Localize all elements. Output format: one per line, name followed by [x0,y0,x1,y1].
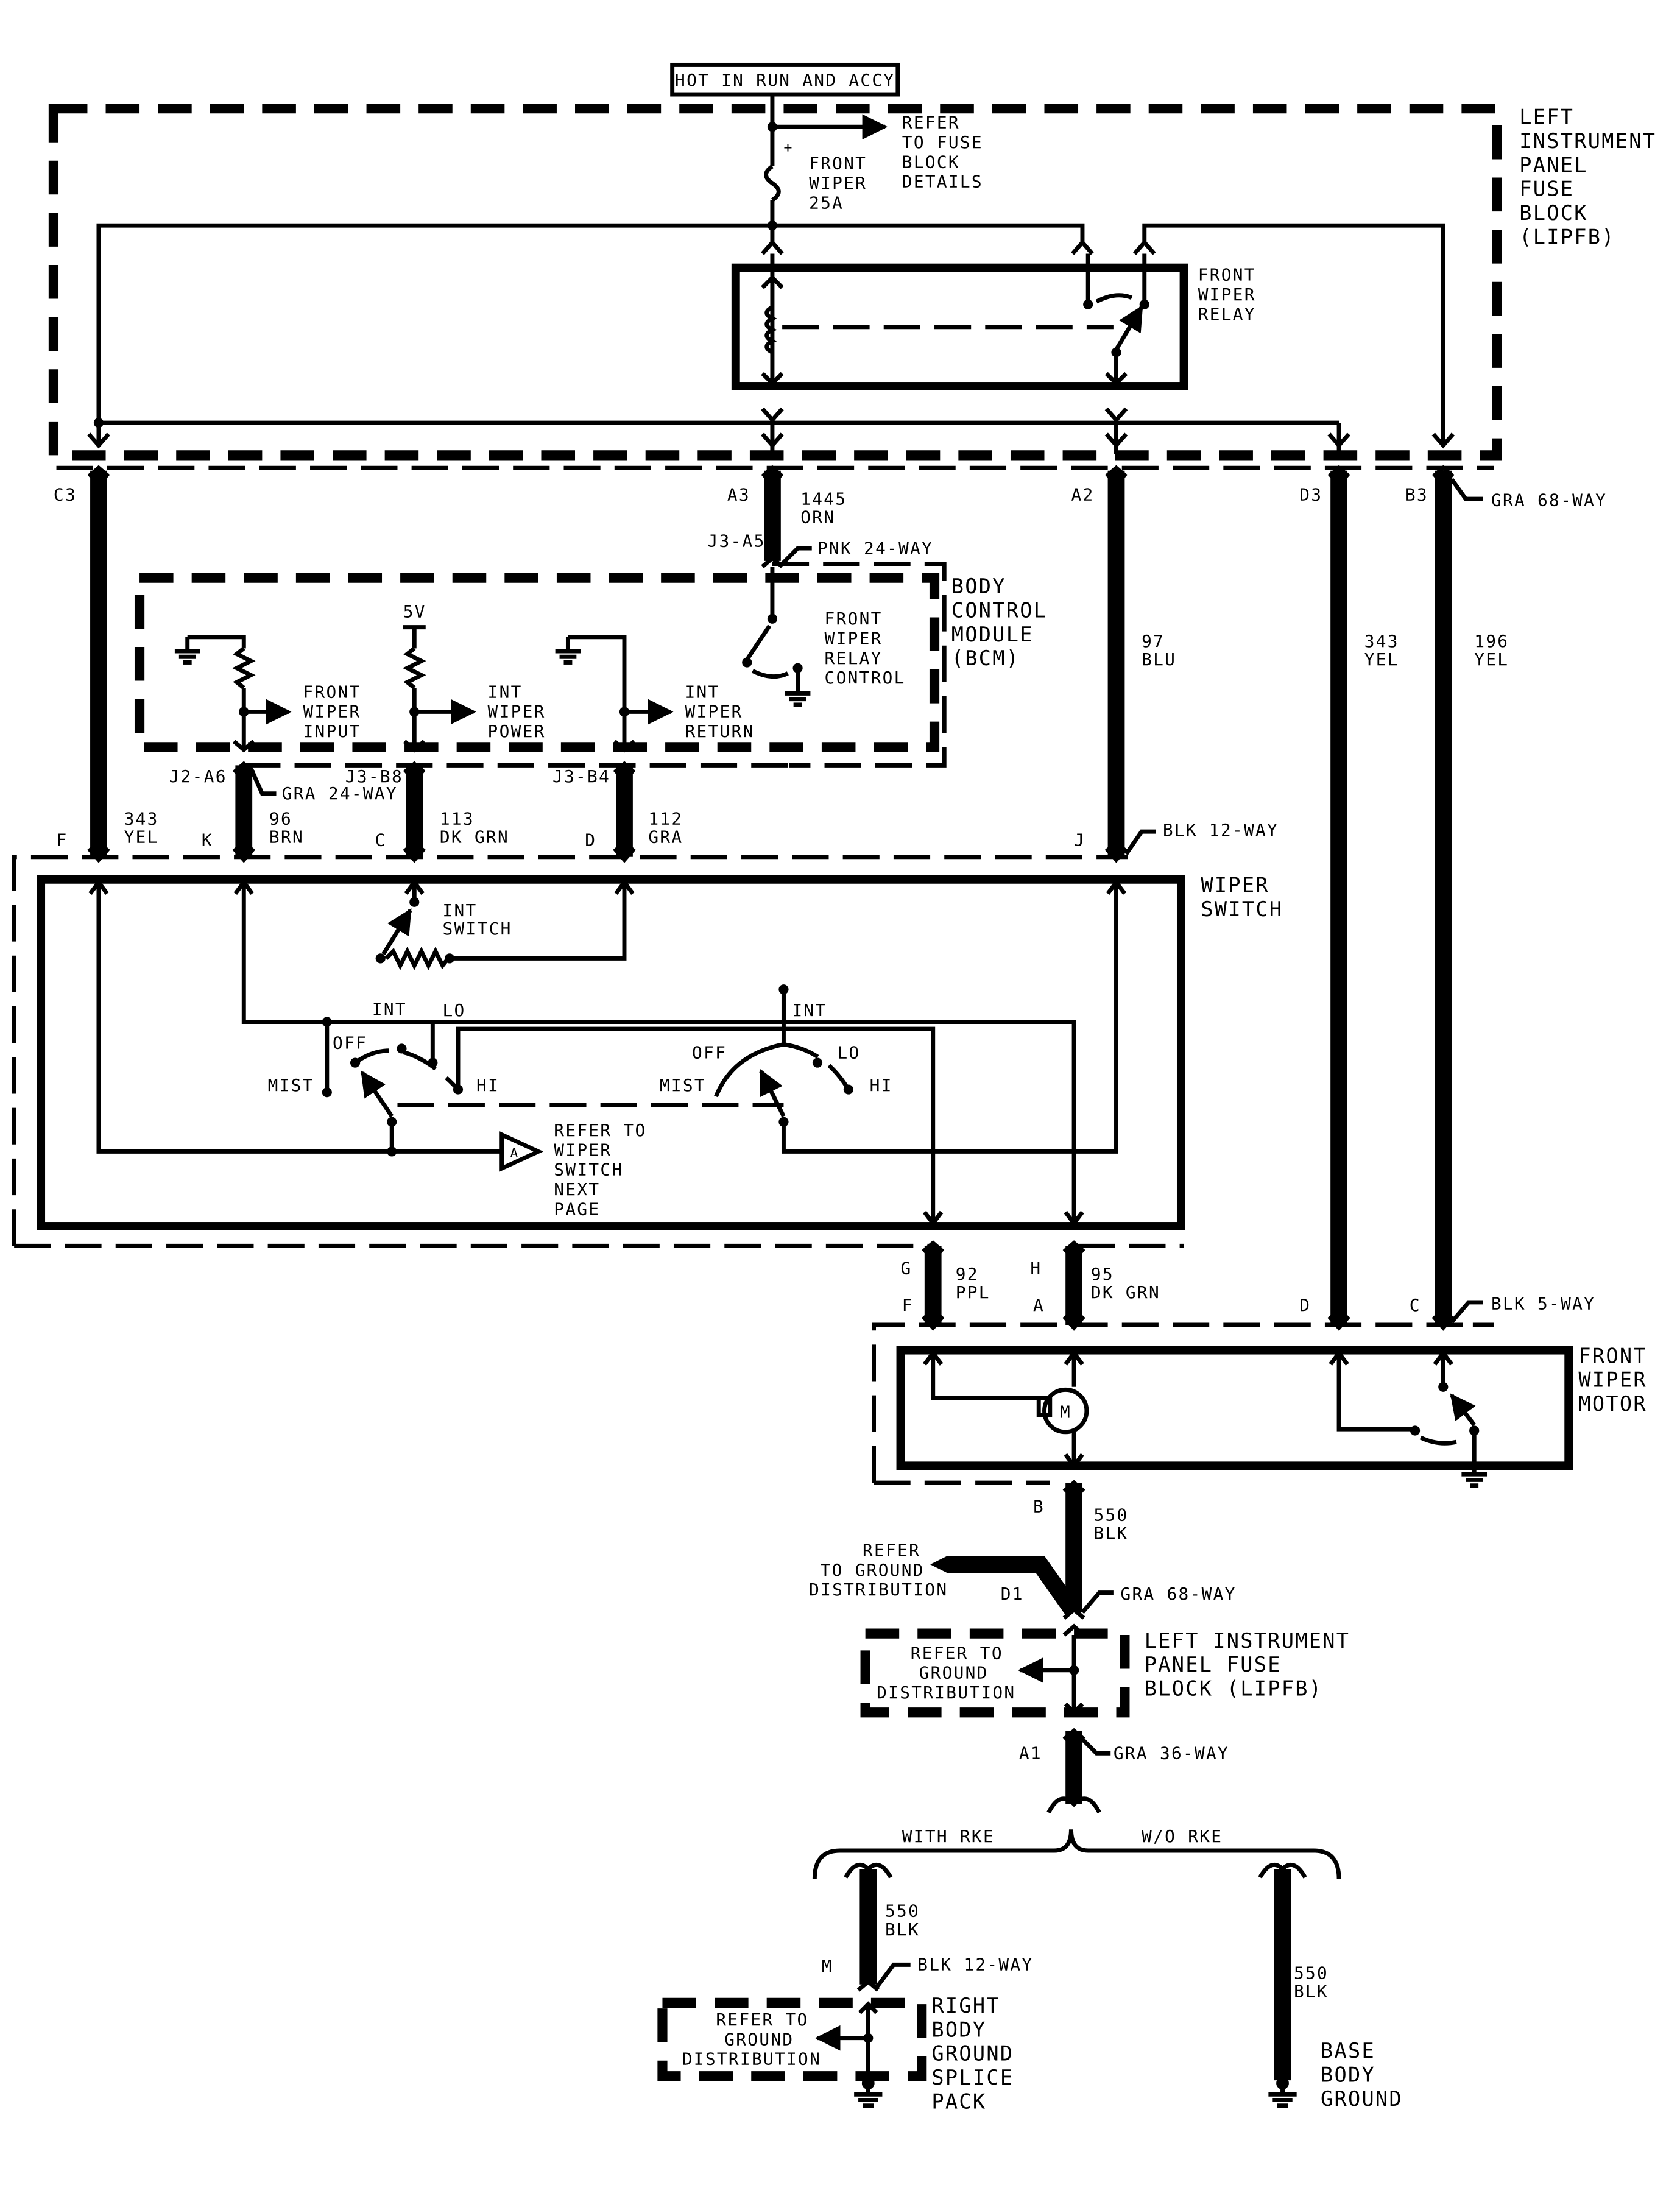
right-int: INT [792,1000,827,1020]
pin-a3: A3 [727,484,750,504]
relay-control-label: FRONT WIPER RELAY CONTROL [825,609,906,688]
j2-a6-label: J2-A6 [169,766,227,786]
volt-5v: 5V [403,601,426,621]
int-switch-label: INT SWITCH [443,900,512,939]
right-mist: MIST [660,1075,706,1095]
motor-m: M [1060,1402,1071,1422]
pin-a2: A2 [1071,484,1094,504]
pin-g: G [900,1259,912,1279]
bcm-bottom-connector: GRA 24-WAY [282,783,398,803]
wire-96-label: 96 BRN [269,809,304,847]
wire-112-label: 112 GRA [648,809,694,847]
pin-c3: C3 [54,484,77,504]
pin-j: J [1074,830,1085,850]
refer-ground-2: REFER TO GROUND DISTRIBUTION [877,1643,1015,1703]
left-int: INT [372,999,407,1019]
wiper-switch-title: WIPER SWITCH [1201,874,1283,921]
lipfb-connector-label: GRA 68-WAY [1491,490,1607,510]
front-wiper-input-label: FRONT WIPER INPUT [303,682,372,741]
wire-92-label: 92 PPL [956,1264,990,1302]
m-connector: BLK 12-WAY [917,1955,1033,1975]
wire-343-label: 343 YEL [1364,631,1411,669]
wo-rke: W/O RKE [1142,1826,1223,1846]
motor-symbol [1042,1387,1089,1435]
right-off: OFF [692,1043,727,1063]
left-mist: MIST [268,1075,314,1095]
right-body-ground-box: REFER TO GROUND DISTRIBUTION [657,1997,927,2108]
refer-fuse-details: REFER TO FUSE BLOCK DETAILS [902,113,995,192]
left-off: OFF [333,1033,367,1053]
with-rke: WITH RKE [902,1826,995,1846]
right-hi: HI [870,1075,893,1095]
wire-343b-label: 343 YEL [124,809,171,847]
int-wiper-return-label: INT WIPER RETURN [685,682,754,741]
motor-connector: BLK 5-WAY [1491,1293,1595,1313]
wire-550b-label: 550 BLK [885,1901,931,1940]
lipfb-title: LEFT INSTRUMENT PANEL FUSE BLOCK (LIPFB) [1519,105,1670,249]
wiper-switch-connector: BLK 12-WAY [1163,820,1279,840]
pin-k: K [202,830,213,850]
pin-d: D [585,830,596,850]
left-lo: LO [443,1000,466,1020]
wiper-switch: WIPER SWITCH INT SWITCH INT LO [37,874,1283,1230]
pin-b3: B3 [1405,484,1428,504]
wire-550a-label: 550 BLK [1093,1505,1140,1544]
j3-b8-label: J3-B8 [345,766,403,786]
refer-ground-3: REFER TO GROUND DISTRIBUTION [682,2010,821,2069]
pin-h: H [1030,1259,1042,1279]
refer-marker-letter: A [510,1146,520,1160]
lipfb-fuse-block: LEFT INSTRUMENT PANEL FUSE BLOCK (LIPFB)… [48,96,1670,461]
d1-label: D1 [1001,1584,1024,1604]
motor-pin-a: A [1033,1295,1045,1315]
wire-113-label: 113 DK GRN [440,809,509,847]
power-source-label: HOT IN RUN AND ACCY [675,70,895,90]
a1-connector: GRA 36-WAY [1114,1743,1229,1763]
d1-connector: GRA 68-WAY [1120,1584,1236,1604]
j3-a5-label: J3-A5 [708,531,766,551]
motor-pin-f: F [902,1295,914,1315]
lipfb-ground-title: LEFT INSTRUMENT PANEL FUSE BLOCK (LIPFB) [1145,1629,1364,1701]
front-wiper-motor: FRONT WIPER MOTOR M [896,1344,1661,1488]
pin-m: M [822,1956,833,1976]
wire-95-label: 95 DK GRN [1091,1264,1160,1302]
fuse-label: FRONT WIPER 25A [809,154,878,213]
relay-coil [764,305,777,355]
motor-title: FRONT WIPER MOTOR [1578,1344,1661,1416]
right-body-ground-title: RIGHT BODY GROUND SPLICE PACK [931,1994,1028,2113]
bcm-top-connector: PNK 24-WAY [817,538,933,558]
wire-196-label: 196 YEL [1474,631,1520,669]
left-hi: HI [476,1075,499,1095]
lipfb-ground-box: REFER TO GROUND DISTRIBUTION [860,1628,1130,1718]
motor-pin-d: D [1299,1295,1311,1315]
refer-marker [499,1131,544,1172]
fuse-symbol [764,164,781,202]
pin-c: C [375,830,386,850]
pin-f: F [57,830,68,850]
right-lo: LO [837,1043,860,1063]
j3-b4-label: J3-B4 [552,766,610,786]
fuse-plus: + [783,140,793,156]
relay-label: FRONT WIPER RELAY [1198,264,1268,324]
body-control-module: BODY CONTROL MODULE (BCM) FRONT WIPER RE… [134,567,1061,753]
base-body-ground-title: BASE BODY GROUND [1321,2039,1403,2111]
front-wiper-relay: FRONT WIPER RELAY [731,253,1268,390]
pin-d3: D3 [1299,484,1322,504]
power-source-box: HOT IN RUN AND ACCY [670,62,900,97]
main-wires [87,465,1455,1325]
wire-97-label: 97 BLU [1142,631,1176,669]
refer-next-page: REFER TO WIPER SWITCH NEXT PAGE [554,1120,658,1220]
wire-550c-label: 550 BLK [1294,1963,1340,2002]
a1-label: A1 [1019,1743,1042,1763]
wire-1445-label: 1445 ORN [800,489,858,527]
refer-ground-1: REFER TO GROUND DISTRIBUTION [809,1540,948,1600]
bcm-title: BODY CONTROL MODULE (BCM) [951,574,1061,670]
motor-pin-c: C [1410,1295,1421,1315]
int-wiper-power-label: INT WIPER POWER [488,682,557,741]
motor-pin-b: B [1033,1497,1045,1517]
